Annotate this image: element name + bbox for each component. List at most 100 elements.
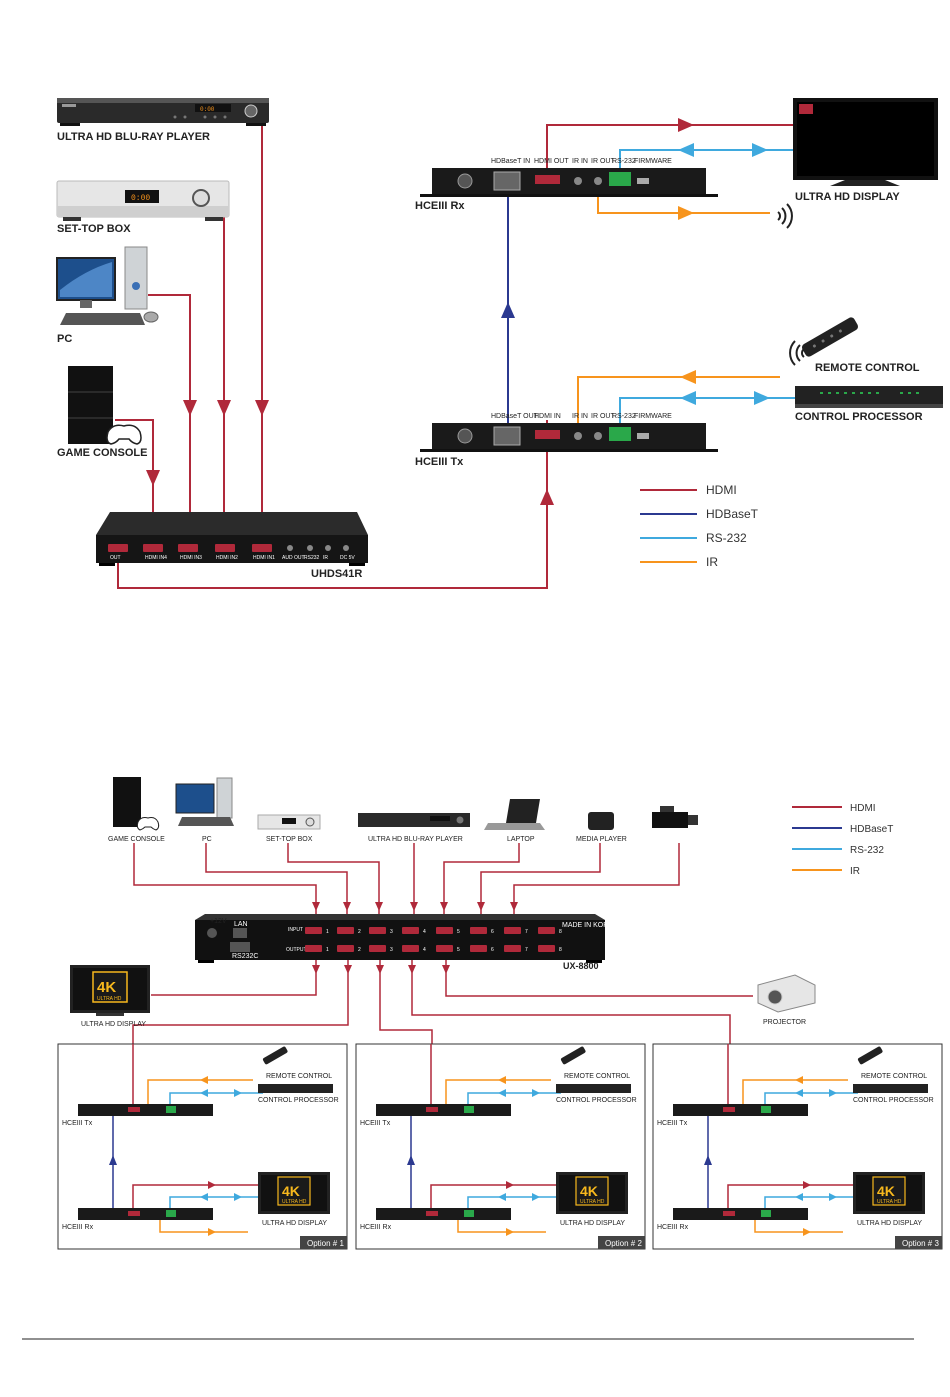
- matrix-port-number: 1: [326, 929, 329, 935]
- arrow-left: [680, 370, 696, 384]
- bottom-projector: [757, 974, 816, 1013]
- switcher-port-label: IR: [323, 555, 328, 561]
- legend-bottom-hdmi: HDMI: [850, 803, 876, 814]
- device-port-label: FIRMWARE: [634, 413, 672, 420]
- bottom-game-console: [113, 777, 160, 831]
- legend-top: HDMI HDBaseT RS-232 IR: [640, 483, 759, 569]
- bottom-media-player: [588, 812, 614, 830]
- legend-bottom-hdbaset: HDBaseT: [850, 824, 893, 835]
- matrix-output-port: [305, 945, 322, 952]
- legend-rs232: RS-232: [706, 531, 747, 545]
- remote-control: [789, 317, 859, 366]
- bottom-pc-label: PC: [202, 836, 212, 843]
- game-console: [68, 366, 142, 445]
- top-wires: [115, 112, 795, 589]
- option-tx-label: HCEIII Tx: [62, 1120, 93, 1127]
- option-tag: [598, 1236, 645, 1249]
- matrix-lan-label: LAN: [234, 921, 248, 928]
- arrow-left: [680, 391, 696, 405]
- hdmi-wire-rx-display: [546, 124, 795, 178]
- arrow-right: [752, 143, 768, 157]
- arrow-right: [678, 118, 694, 132]
- option-rx-unit: [376, 1208, 511, 1220]
- legend-bottom-rs232: RS-232: [850, 845, 884, 856]
- matrix-row-input: INPUT: [288, 927, 303, 933]
- matrix-port-number: 2: [358, 929, 361, 935]
- matrix-port-number: 3: [390, 947, 393, 953]
- option-tx-unit: [673, 1104, 808, 1116]
- device-port-label: RS-232: [612, 158, 636, 165]
- device-port-label: HDBaseT OUT: [491, 413, 539, 420]
- bottom-input-arrows: [312, 902, 518, 911]
- switcher-port-label: AUD OUT: [282, 555, 305, 561]
- option-control-unit: [853, 1084, 928, 1093]
- matrix-port-number: 8: [559, 947, 562, 953]
- matrix-input-port: [470, 927, 487, 934]
- switcher-port-label: HDMI IN2: [216, 555, 238, 561]
- option-tag: [300, 1236, 347, 1249]
- option-tx-unit: [78, 1104, 213, 1116]
- arrow-down: [183, 400, 197, 416]
- matrix-port-number: 7: [525, 929, 528, 935]
- rs232-wire-tx: [619, 397, 795, 425]
- option-display-label: ULTRA HD DISPLAY: [857, 1220, 922, 1227]
- option-rx-label: HCEIII Rx: [62, 1224, 94, 1231]
- option-remote-label: REMOTE CONTROL: [564, 1073, 630, 1080]
- device-port-label: IR IN: [572, 158, 588, 165]
- matrix-power-label: +12V: [210, 918, 227, 925]
- console-label: GAME CONSOLE: [57, 447, 147, 459]
- option-tag: [895, 1236, 942, 1249]
- matrix-input-port: [504, 927, 521, 934]
- stb-display-text: 0:00: [131, 194, 150, 203]
- option-display-label: ULTRA HD DISPLAY: [262, 1220, 327, 1227]
- option-control-unit: [556, 1084, 631, 1093]
- option-display-sub: ULTRA HD: [282, 1199, 307, 1205]
- device-port-label: IR OUT: [591, 413, 615, 420]
- legend-hdbaset: HDBaseT: [706, 507, 759, 521]
- matrix-port-number: 1: [326, 947, 329, 953]
- option-rx-unit: [673, 1208, 808, 1220]
- hdmi-wire-pc: [148, 294, 191, 545]
- option-remote-icon: [560, 1046, 586, 1065]
- matrix-port-number: 8: [559, 929, 562, 935]
- option-remote-icon: [857, 1046, 883, 1065]
- option-tag-label: Option # 1: [307, 1239, 344, 1248]
- bottom-display-label: ULTRA HD DISPLAY: [81, 1021, 146, 1028]
- matrix-port-number: 6: [491, 947, 494, 953]
- matrix-row-output: OUTPUT: [286, 947, 307, 953]
- option-tx-unit: [376, 1104, 511, 1116]
- bottom-input-wires: [133, 843, 680, 925]
- bluray-player: 0:00: [57, 98, 269, 126]
- bottom-stb-label: SET-TOP BOX: [266, 836, 313, 843]
- option-rx-unit: [78, 1208, 213, 1220]
- bottom-bluray: [358, 813, 470, 827]
- option-tx-label: HCEIII Tx: [360, 1120, 391, 1127]
- option-tag-label: Option # 3: [902, 1239, 939, 1248]
- arrow-down: [217, 400, 231, 416]
- option-tag-label: Option # 2: [605, 1239, 642, 1248]
- option-control-label: CONTROL PROCESSOR: [853, 1097, 934, 1104]
- control-label: CONTROL PROCESSOR: [795, 411, 923, 423]
- bottom-camcorder: [652, 806, 698, 828]
- legend-hdmi: HDMI: [706, 483, 737, 497]
- legend-bottom: HDMI HDBaseT RS-232 IR: [792, 803, 893, 877]
- pc-label: PC: [57, 333, 72, 345]
- matrix-made-label: MADE IN KOREA: [562, 922, 618, 929]
- option-display-badge: 4K: [282, 1183, 300, 1199]
- option-display-badge: 4K: [580, 1183, 598, 1199]
- device-port-label: FIRMWARE: [634, 158, 672, 165]
- arrow-up: [501, 302, 515, 318]
- option-control-label: CONTROL PROCESSOR: [258, 1097, 339, 1104]
- matrix-input-port: [538, 927, 555, 934]
- matrix-port-number: 4: [423, 947, 426, 953]
- arrow-down: [255, 400, 269, 416]
- option-control-unit: [258, 1084, 333, 1093]
- matrix-output-port: [369, 945, 386, 952]
- option-remote-icon: [262, 1046, 288, 1065]
